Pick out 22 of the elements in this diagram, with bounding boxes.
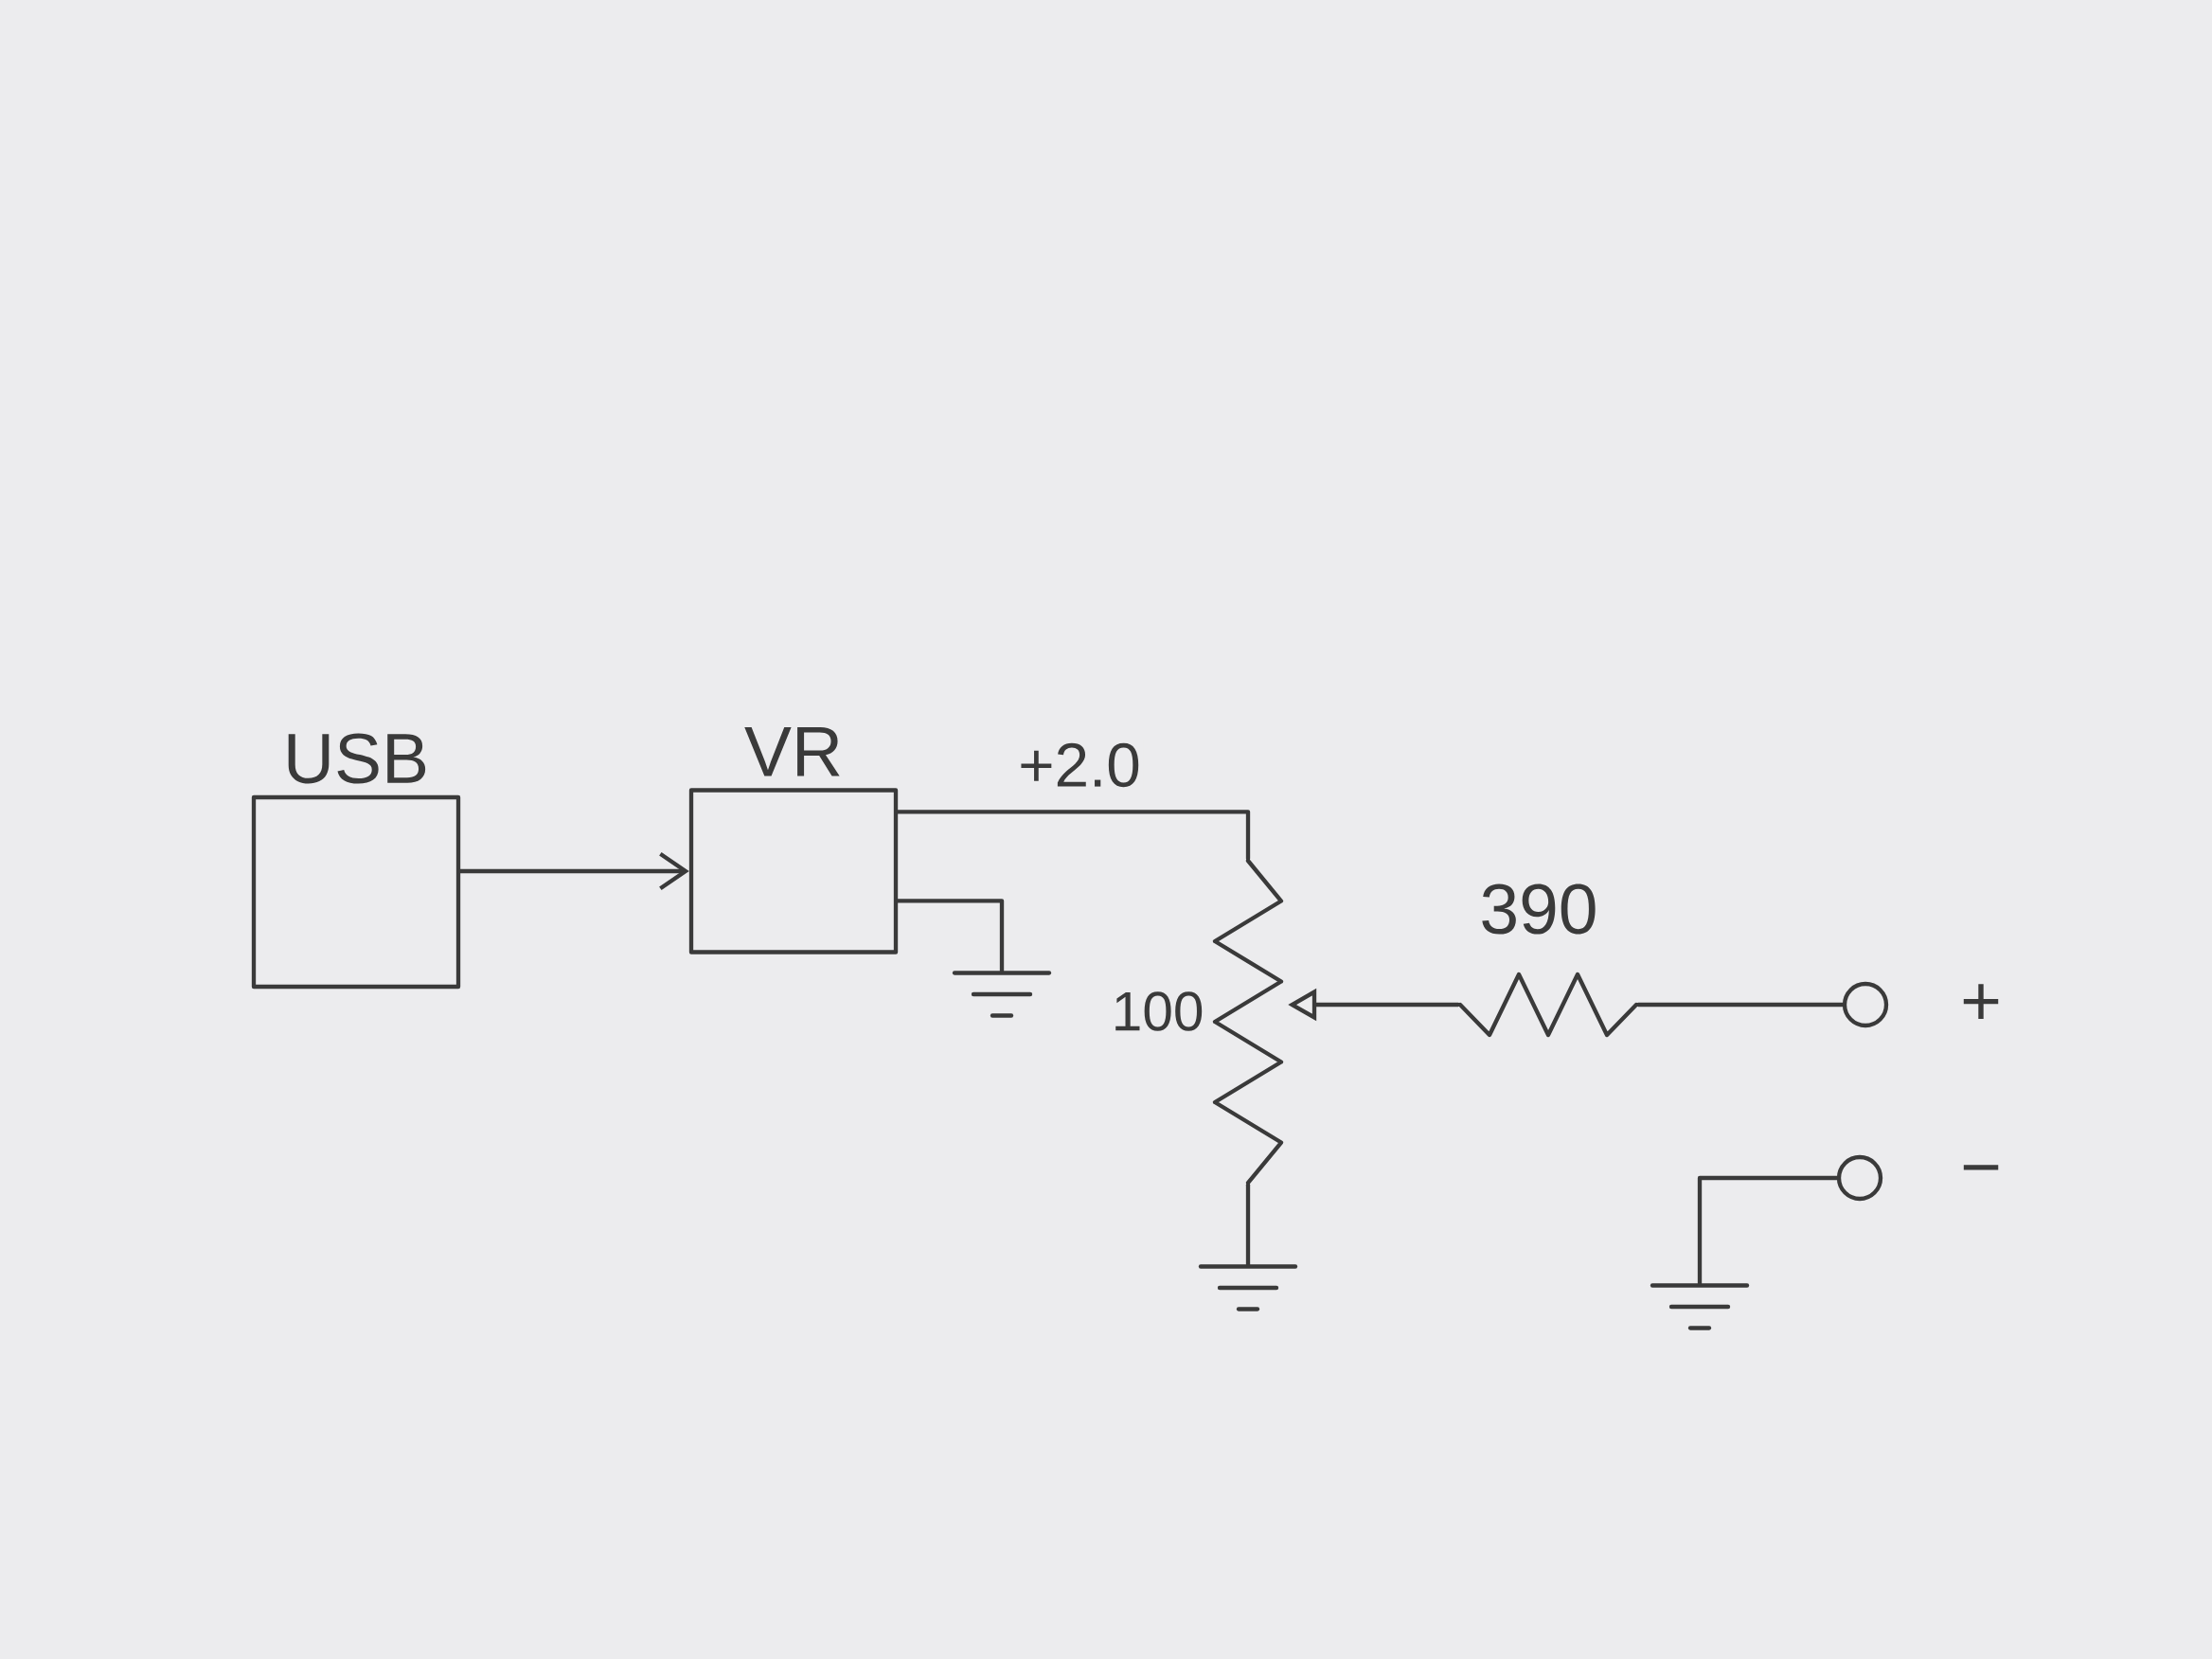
node-label: VR: [744, 726, 840, 776]
block-box: USB: [251, 733, 461, 990]
wire: [1636, 1002, 1845, 1008]
potentiometer-symbol: [1212, 858, 1284, 1186]
terminal-circle: [1836, 1154, 1883, 1202]
wire: [896, 899, 1005, 973]
component-label: −: [1963, 1165, 1999, 1170]
ground-symbol: [1198, 1264, 1298, 1311]
block-box: VR: [688, 726, 899, 954]
wire: [1697, 1175, 1839, 1286]
component-label: 100: [1115, 991, 1203, 1031]
ground-symbol: [1650, 1283, 1750, 1330]
wire: [896, 810, 1251, 861]
wire: [458, 851, 689, 891]
resistor-symbol: [1457, 972, 1639, 1038]
wire: [1245, 1183, 1251, 1267]
node-label: USB: [288, 733, 426, 784]
terminal-circle: [1842, 981, 1889, 1028]
component-label: 390: [1482, 883, 1596, 935]
edge-label: +2.0: [1015, 740, 1144, 790]
component-label: +: [1963, 984, 1999, 1020]
ground-symbol: [952, 971, 1052, 1018]
